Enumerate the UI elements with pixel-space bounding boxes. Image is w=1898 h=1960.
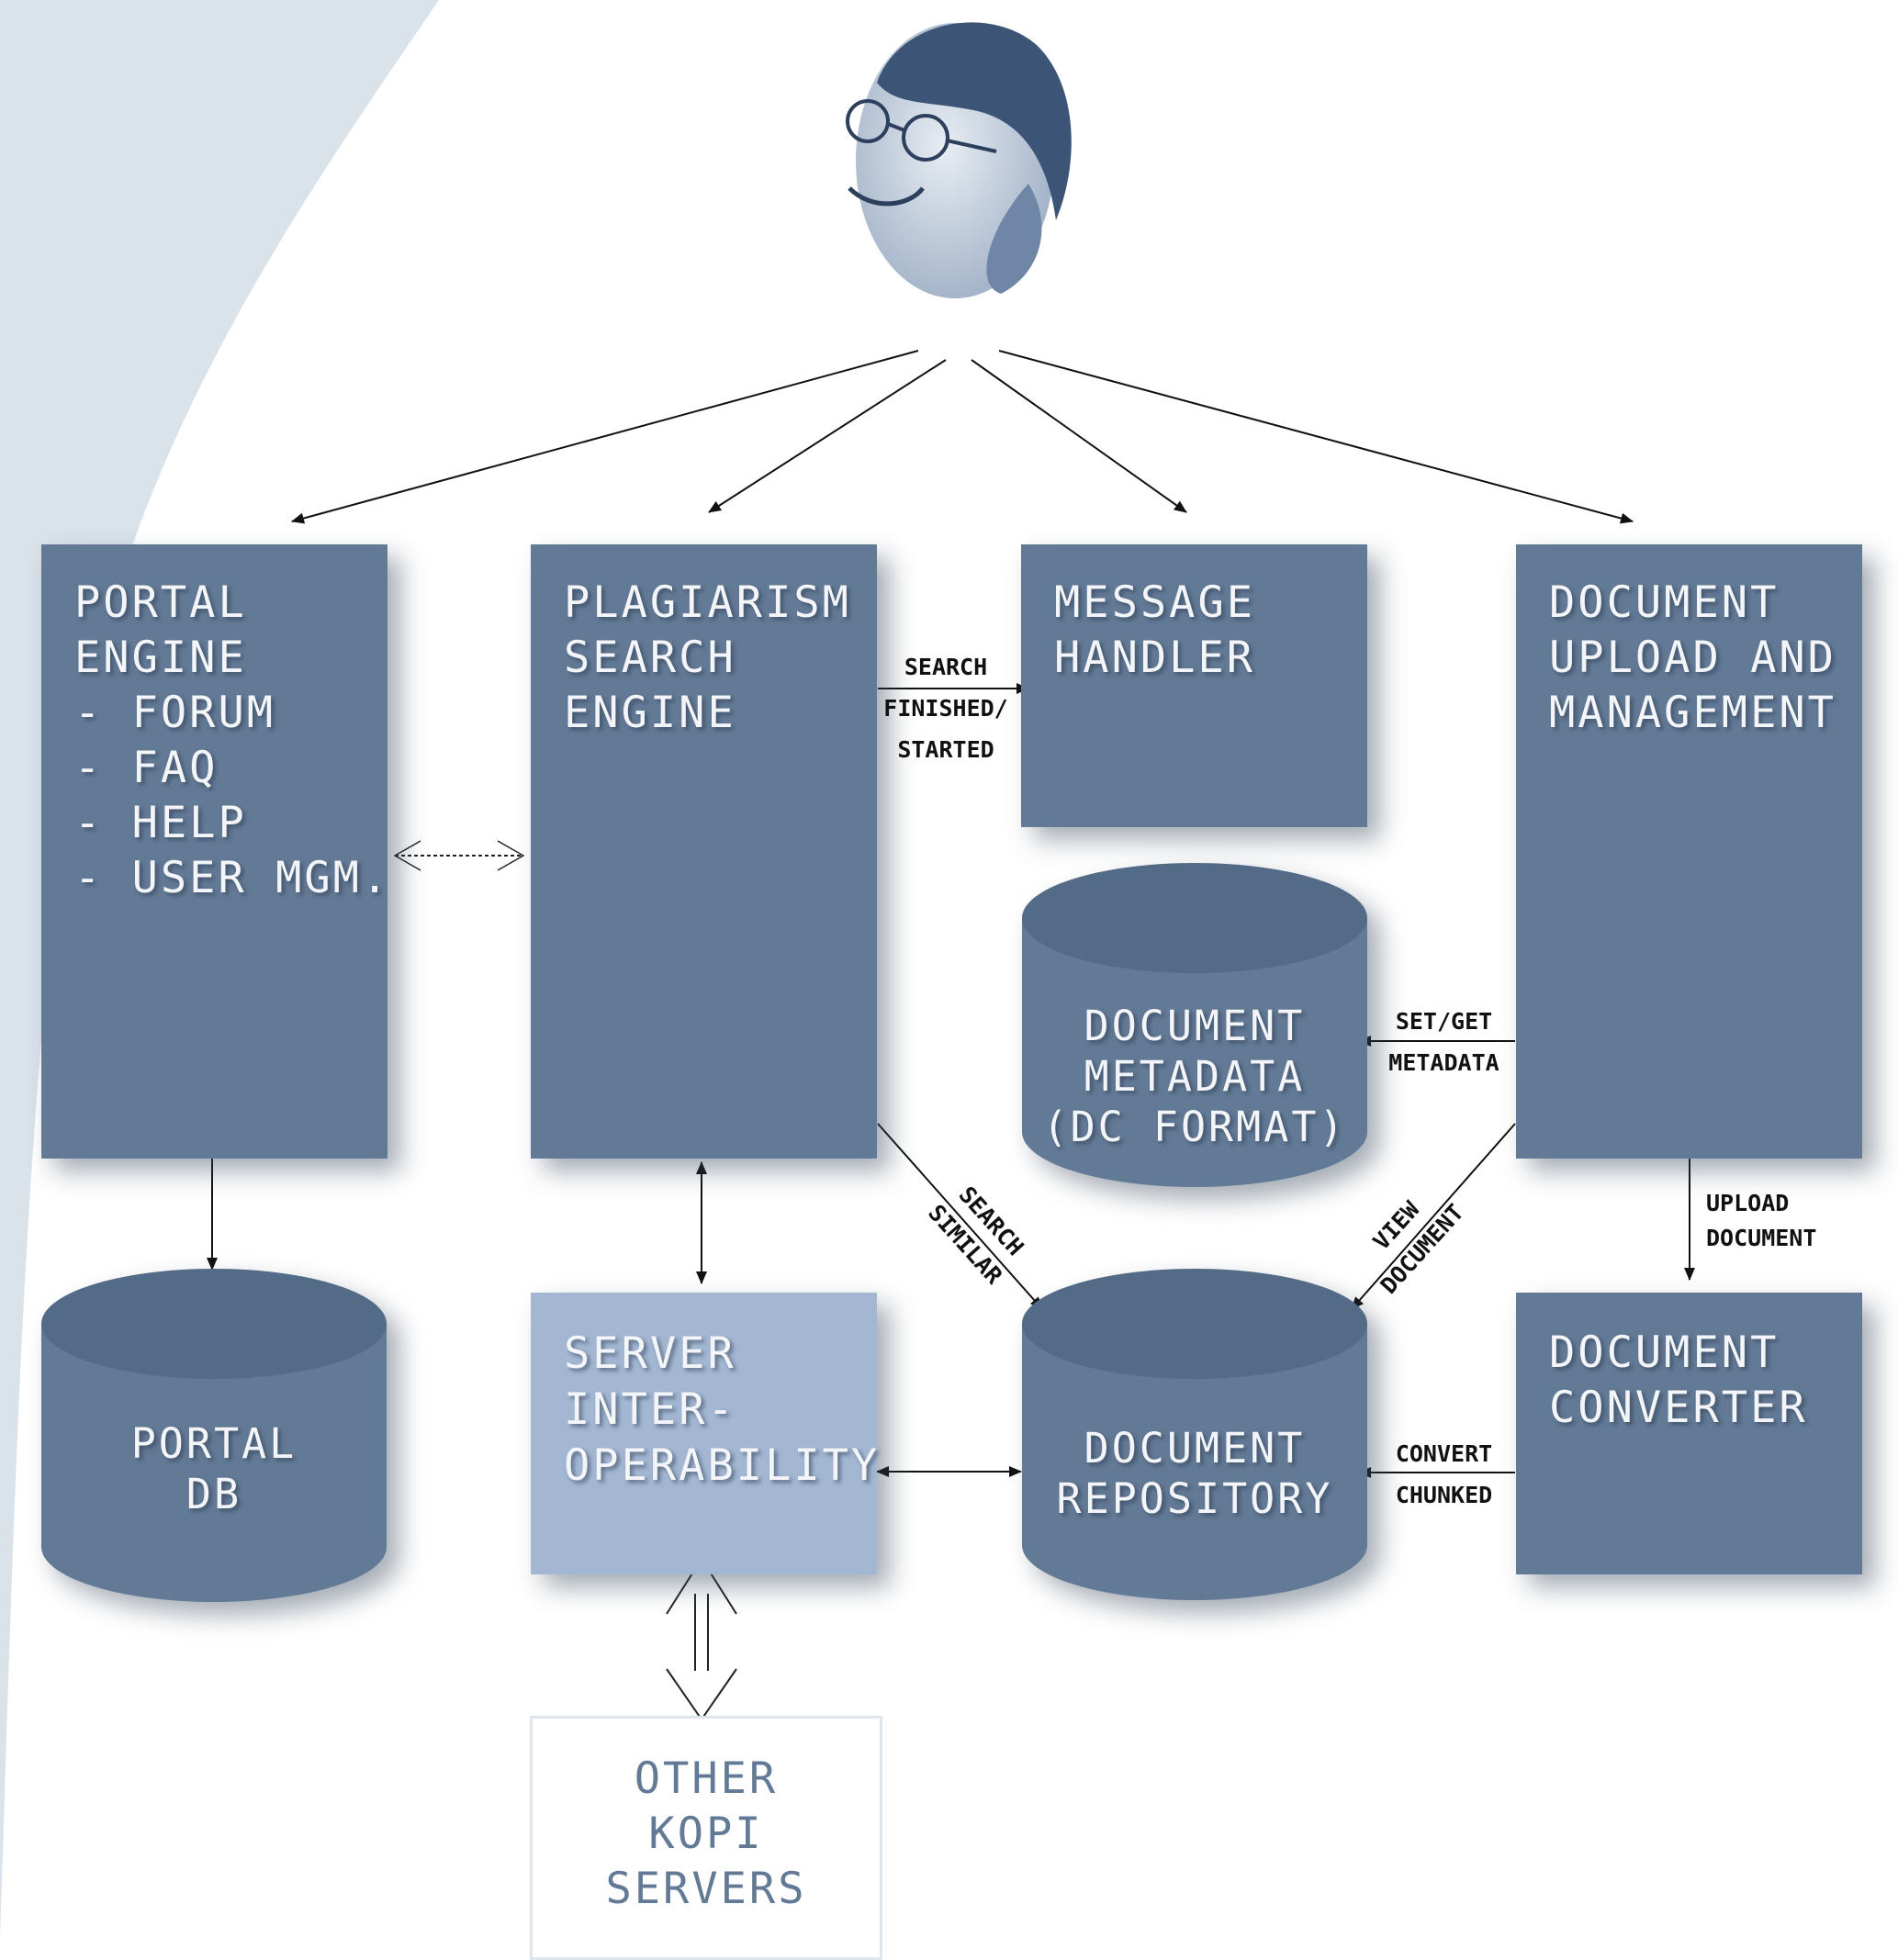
plagiarism-search-engine-title: PLAGIARISM SEARCH ENGINE — [564, 577, 851, 738]
portal-engine-node: PORTAL ENGINE - FORUM - FAQ - HELP - USE… — [41, 544, 387, 1159]
other-servers-title: OTHER KOPI SERVERS — [605, 1753, 807, 1914]
document-metadata-title: DOCUMENT METADATA (DC FORMAT) — [1042, 1002, 1347, 1151]
document-converter-title: DOCUMENT CONVERTER — [1549, 1327, 1808, 1433]
portal-db-title: PORTAL DB — [130, 1419, 298, 1518]
message-handler-node: MESSAGE HANDLER — [1021, 544, 1367, 827]
portal-engine-items: - FORUM - FAQ - HELP - USER MGM. — [74, 688, 391, 903]
portal-engine-title: PORTAL ENGINE — [74, 577, 247, 683]
server-interop-title: SERVER INTER- OPERABILITY — [564, 1328, 881, 1491]
edge-label-set-get-metadata: SET/GET METADATA — [1388, 1008, 1499, 1076]
edge-user-search — [708, 359, 947, 513]
document-repository-title: DOCUMENT REPOSITORY — [1056, 1424, 1333, 1523]
server-interop-node: SERVER INTER- OPERABILITY — [531, 1293, 877, 1574]
edge-label-upload-document: UPLOAD DOCUMENT — [1706, 1190, 1817, 1251]
edge-upload-repository — [1351, 1123, 1516, 1310]
document-upload-title: DOCUMENT UPLOAD AND MANAGEMENT — [1549, 577, 1836, 738]
other-servers-node: OTHER KOPI SERVERS — [530, 1716, 882, 1960]
edge-label-convert-chunked: CONVERT CHUNKED — [1395, 1440, 1493, 1508]
edge-user-portal — [291, 350, 919, 524]
document-metadata-cylinder — [1022, 863, 1367, 1187]
edge-user-upload — [998, 350, 1634, 524]
edge-interop-other-servers — [666, 1557, 737, 1721]
edge-search-repository — [877, 1123, 1043, 1310]
person-portrait-icon — [846, 22, 1072, 298]
message-handler-title: MESSAGE HANDLER — [1054, 577, 1256, 683]
background-curve — [0, 0, 439, 1938]
document-repository-cylinder — [1022, 1269, 1367, 1600]
document-converter-node: DOCUMENT CONVERTER — [1516, 1293, 1862, 1574]
edge-user-message — [971, 359, 1187, 513]
document-upload-node: DOCUMENT UPLOAD AND MANAGEMENT — [1516, 544, 1862, 1159]
portal-db-cylinder — [41, 1269, 387, 1602]
plagiarism-search-engine-node: PLAGIARISM SEARCH ENGINE — [531, 544, 877, 1159]
edge-label-search-status: SEARCH FINISHED/ STARTED — [883, 654, 1008, 763]
